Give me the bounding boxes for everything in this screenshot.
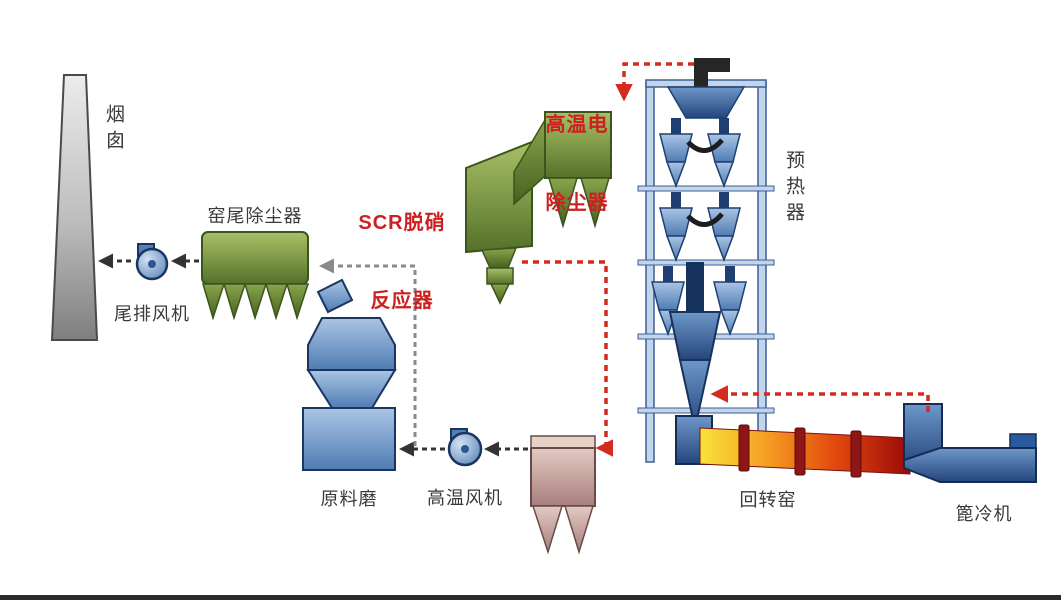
frame-platform — [637, 185, 775, 192]
frame-left-post — [645, 81, 655, 463]
arrow-cooler-tertiary-air — [710, 385, 930, 412]
scr-bottom-tooth — [489, 283, 511, 305]
cyclone-cone — [713, 161, 735, 189]
cyclone-cone — [719, 309, 741, 337]
fan-hub — [461, 445, 469, 453]
top-feed-hopper — [666, 86, 746, 119]
arrow-scr-to-tower — [522, 260, 613, 457]
high-temp-fan-icon — [447, 428, 483, 467]
fan-hub — [148, 260, 156, 268]
scr-outlet-box — [486, 267, 514, 285]
cyclone-riser — [719, 118, 729, 134]
hopper-tooth — [580, 177, 610, 229]
scr-reactor-label: SCR脱硝 反应器 — [346, 158, 458, 366]
cyclone-riser — [671, 192, 681, 208]
bottom-cyclone-cone — [678, 359, 712, 429]
preheater-icon — [637, 58, 775, 465]
arrow-preheater-to-esp — [615, 62, 694, 102]
rotary-kiln-icon — [699, 424, 911, 478]
grate-cooler-label: 篦冷机 — [955, 504, 1013, 524]
cyclone-body — [713, 281, 747, 311]
high-temp-esp-label: 高温电 除尘器 — [532, 60, 622, 268]
cyclone-cone — [665, 235, 687, 263]
chimney-icon — [50, 74, 99, 341]
kiln-tyre — [738, 424, 750, 472]
collector-body — [201, 231, 309, 285]
tail-exhaust-fan-label: 尾排风机 — [114, 304, 190, 324]
hopper-tooth — [243, 283, 268, 321]
hopper-tooth — [563, 505, 595, 555]
mill-base — [302, 407, 396, 471]
gray-flow-arrows — [319, 258, 417, 446]
hopper-tooth — [201, 283, 226, 321]
preheater-label: 预热器 — [783, 150, 804, 228]
hopper-tooth — [548, 177, 578, 229]
raw-mill-icon — [302, 278, 397, 471]
frame-platform — [637, 407, 775, 414]
tower-body — [530, 447, 596, 507]
mill-inlet-chute — [316, 278, 354, 314]
esp-body — [544, 111, 612, 179]
top-outlet-elbow — [694, 58, 730, 94]
rotary-kiln-label: 回转窑 — [739, 490, 797, 510]
high-temp-esp-icon — [513, 111, 612, 229]
kiln-tyre — [850, 430, 862, 478]
scr-reactor-label-line2: 反应器 — [370, 290, 434, 312]
hopper-tooth — [222, 283, 247, 321]
kiln-tail-dust-collector-label: 窑尾除尘器 — [207, 206, 303, 226]
cyclone-riser — [663, 266, 673, 282]
cyclone-cone — [665, 161, 687, 189]
kiln-tail-dust-collector-icon — [201, 231, 310, 321]
frame-platform — [637, 259, 775, 266]
mill-taper — [306, 369, 397, 409]
cyclone-body — [659, 133, 693, 163]
black-flow-arrows — [98, 253, 528, 457]
hopper-tooth — [531, 505, 564, 555]
hopper-tooth — [264, 283, 289, 321]
cyclone-riser — [671, 118, 681, 134]
high-temp-fan-label: 高温风机 — [427, 488, 503, 508]
chimney-label: 烟囱 — [103, 104, 124, 156]
conditioning-tower-icon — [530, 435, 596, 555]
raw-mill-label: 原料磨 — [320, 489, 378, 509]
scr-reactor-label-line1: SCR脱硝 — [358, 212, 446, 234]
high-temp-esp-label-line1: 高温电 — [545, 114, 609, 136]
grate-cooler-icon — [903, 403, 1037, 483]
cyclone-duct — [686, 138, 724, 153]
chimney-body — [50, 74, 99, 341]
cooler-body — [903, 447, 1037, 483]
bottom-border — [0, 595, 1061, 600]
cyclone-duct — [686, 212, 724, 227]
cyclone-cone — [713, 235, 735, 263]
kiln-tyre — [794, 427, 806, 476]
arrow-bypass-to-collector — [319, 258, 417, 446]
cyclone-body — [651, 281, 685, 311]
bottom-cyclone-body — [668, 311, 722, 361]
frame-right-post — [757, 81, 767, 463]
hopper-tooth — [285, 283, 310, 321]
main-riser-pipe — [686, 262, 704, 316]
red-flow-arrows — [522, 62, 930, 457]
cyclone-body — [659, 207, 693, 237]
cyclone-riser — [725, 266, 735, 282]
tail-exhaust-fan-icon — [135, 243, 169, 281]
scr-cone — [480, 247, 518, 269]
cyclone-riser — [719, 192, 729, 208]
high-temp-esp-label-line2: 除尘器 — [545, 192, 609, 214]
